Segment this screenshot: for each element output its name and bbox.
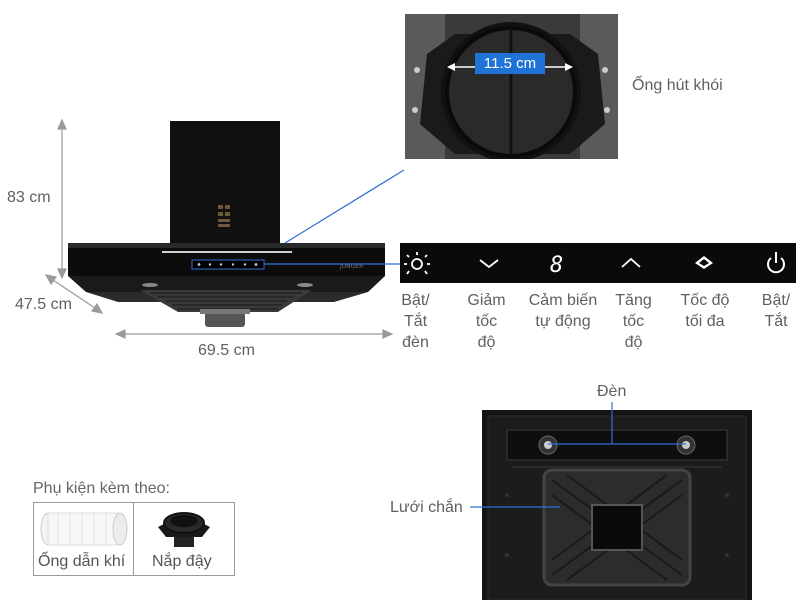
max-speed-icon [695, 256, 713, 269]
duct-cap-icon [158, 512, 210, 547]
chevron-up-icon [621, 257, 641, 268]
grille-callout-label: Lưới chắn [390, 499, 463, 516]
accessory-cap-label: Nắp đậy [152, 553, 212, 570]
duct-leader-line [284, 169, 405, 244]
hood-filter-cup [205, 312, 245, 327]
duct-label: Ống hút khói [632, 77, 723, 94]
sensor-digit-icon: 8 [550, 253, 563, 278]
control-label-speed-up: Tăng tốc độ [615, 292, 652, 351]
control-panel-strip: 8 [400, 243, 796, 283]
duct-diameter-badge: 11.5 cm [475, 53, 545, 74]
lamp-left-icon [538, 435, 558, 455]
control-label-max-speed: Tốc độ tối đa [680, 292, 730, 330]
control-label-light: Bật/ Tắt đèn [401, 292, 430, 351]
accessories-title: Phụ kiện kèm theo: [33, 480, 170, 497]
depth-label: 47.5 cm [15, 296, 72, 313]
accessory-duct-box: Ống dẫn khí [33, 502, 135, 576]
width-dimension-line [114, 329, 394, 339]
hood-bottom-frame [68, 276, 385, 292]
accessory-cap-box: Nắp đậy [133, 502, 235, 576]
width-label: 69.5 cm [198, 342, 255, 359]
chevron-down-icon [479, 259, 499, 269]
hood-brand-text: JUNGER [339, 263, 363, 270]
hood-logo [218, 205, 230, 227]
height-label: 83 cm [7, 189, 51, 206]
power-icon [767, 252, 785, 274]
air-duct-icon [40, 512, 128, 546]
control-label-auto-sensor: Cảm biến tự động [528, 292, 598, 330]
light-icon [404, 252, 430, 275]
hood-chimney [170, 121, 280, 244]
bottom-view-photo [482, 410, 752, 600]
accessory-duct-label: Ống dẫn khí [38, 553, 126, 570]
depth-dimension-line [44, 274, 104, 314]
height-dimension-line [57, 118, 67, 280]
control-label-power: Bật/ Tắt [761, 292, 791, 330]
light-callout-label: Đèn [597, 383, 627, 400]
lamp-right-icon [676, 435, 696, 455]
control-label-speed-down: Giảm tốc độ [467, 292, 506, 351]
